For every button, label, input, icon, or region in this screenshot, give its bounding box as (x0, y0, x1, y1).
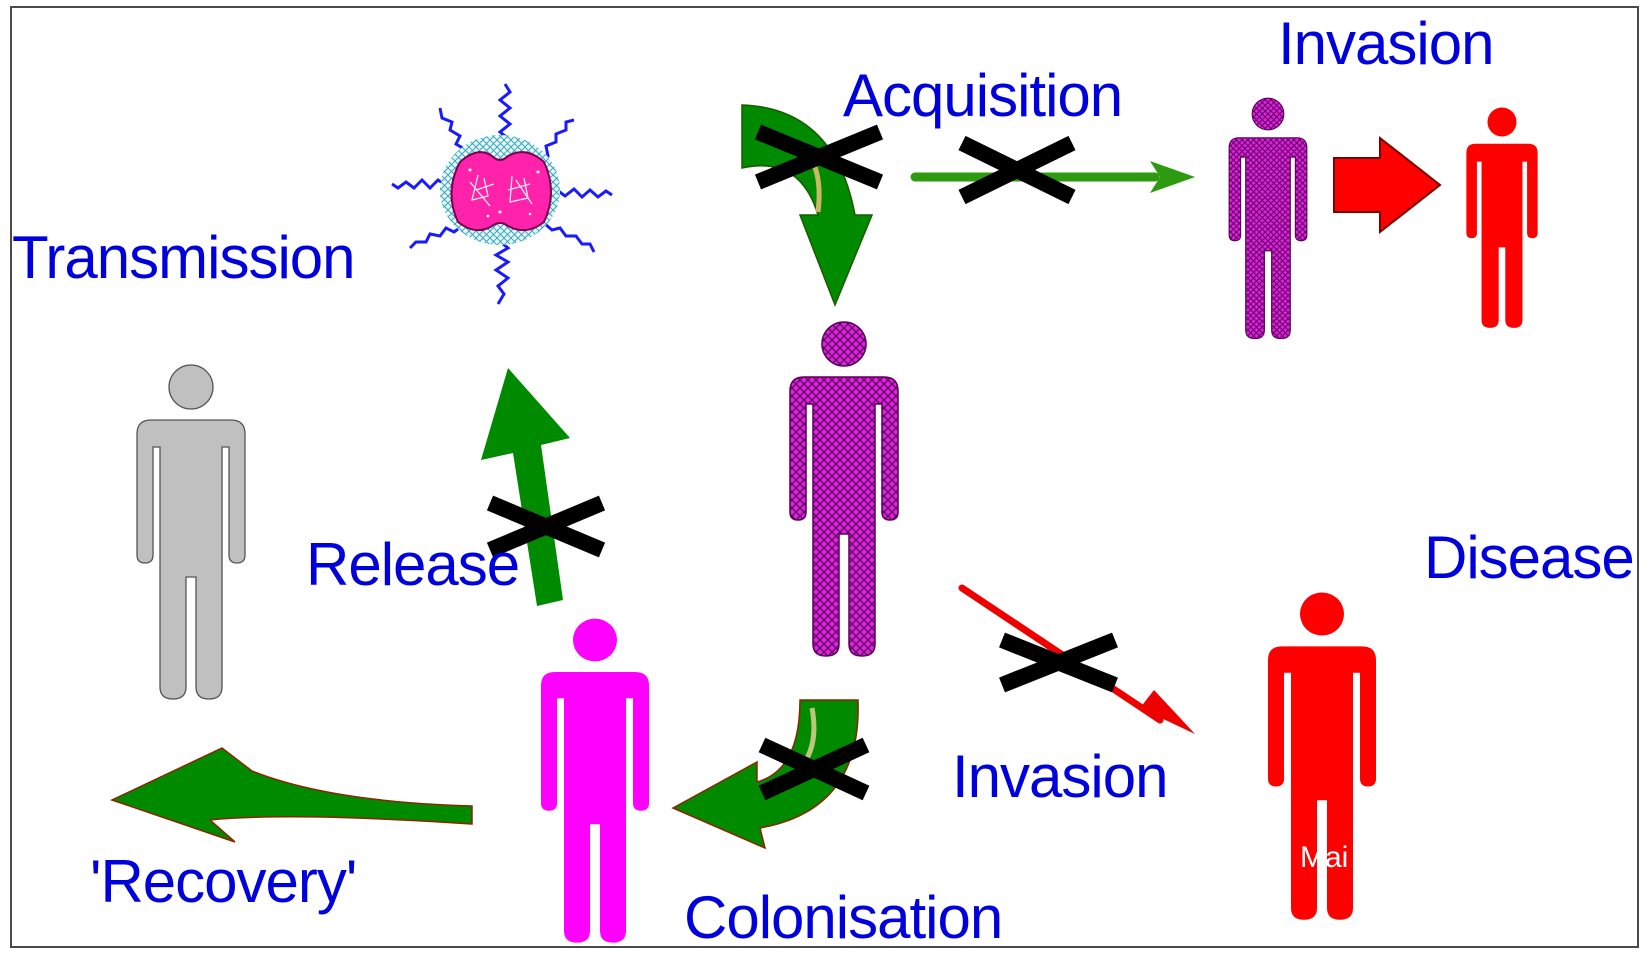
colonised-person (541, 619, 649, 943)
recovery-arrow-icon (112, 748, 472, 842)
carrier-person-center (790, 322, 898, 656)
label-disease: Disease (1424, 528, 1634, 588)
label-colonisation: Colonisation (684, 888, 1002, 948)
carrier-person-top (1229, 98, 1307, 338)
bacterium-icon (392, 84, 612, 304)
label-recovery: 'Recovery' (90, 852, 356, 912)
label-invasion-bottom: Invasion (952, 747, 1167, 807)
diseased-person-top (1466, 107, 1537, 327)
cross-icon (962, 143, 1072, 197)
cross-icon (1002, 640, 1115, 685)
label-release: Release (306, 535, 519, 595)
recovered-person (137, 365, 245, 699)
progression-arrow-icon (1334, 138, 1440, 232)
label-acquisition: Acquisition (843, 66, 1122, 126)
label-invasion-top: Invasion (1278, 14, 1493, 74)
label-transmission: Transmission (12, 228, 355, 288)
figure-text: Mai (1300, 843, 1352, 873)
